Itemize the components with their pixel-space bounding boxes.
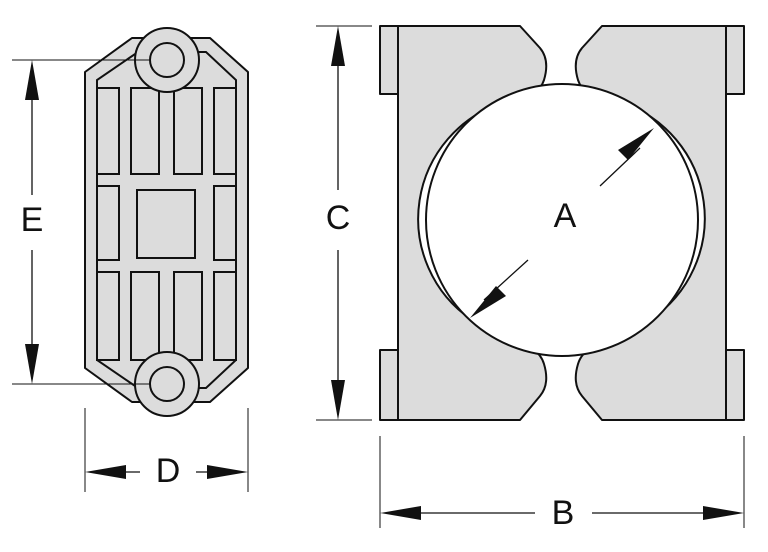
label-e: E [21,201,44,239]
side-view-body [84,37,249,403]
dimension-b: B [379,436,745,532]
clamp-side-view [84,27,249,417]
dimension-e: E [12,59,150,385]
label-b: B [552,494,575,532]
right-clamp-half [574,25,745,421]
dimension-a: A [470,128,654,318]
dimension-d: D [84,408,249,492]
label-c: C [326,199,351,237]
dimension-c: C [316,25,372,421]
left-clamp-half [379,25,548,421]
middle-rib-pockets [96,185,237,261]
label-a: A [554,197,577,235]
upper-rib-pockets [96,87,237,175]
label-d: D [156,452,181,490]
